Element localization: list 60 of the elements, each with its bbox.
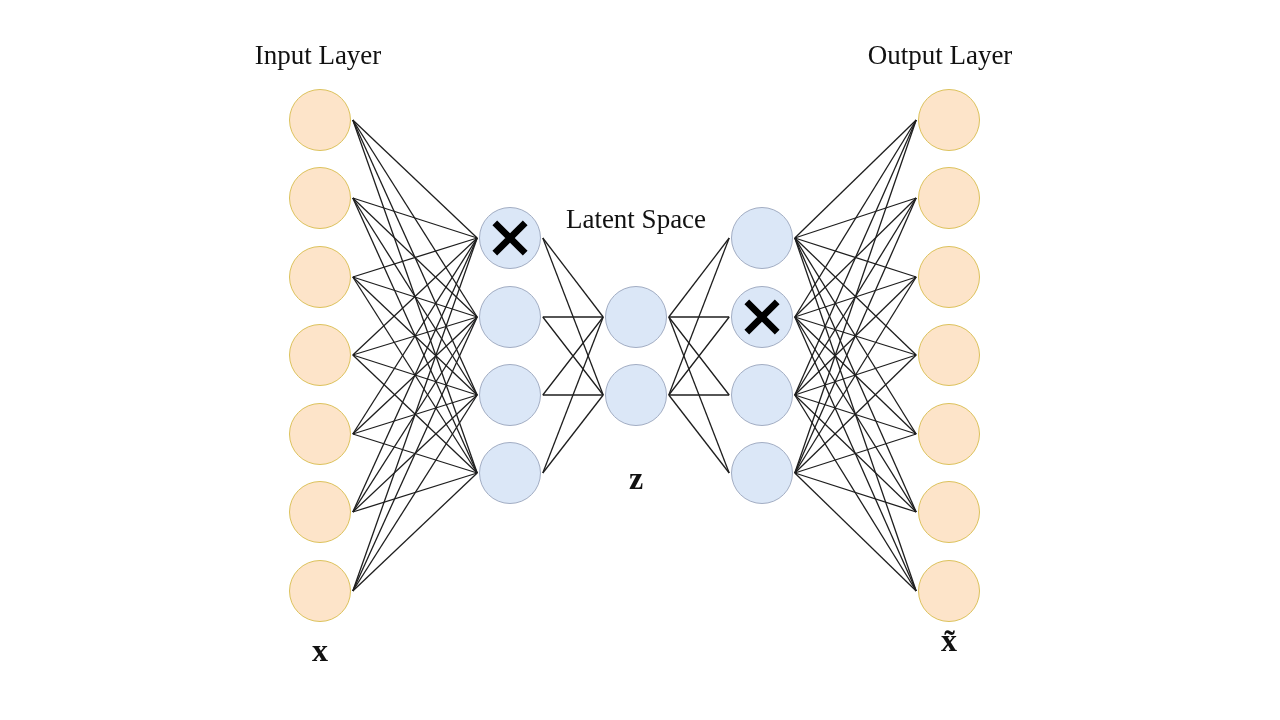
connection-line bbox=[352, 197, 478, 474]
connection-line bbox=[352, 316, 478, 356]
connection-line bbox=[352, 237, 478, 278]
connection-line bbox=[794, 197, 917, 318]
variable-label: z bbox=[628, 459, 644, 497]
connection-line bbox=[794, 316, 917, 356]
connection-line bbox=[794, 197, 917, 239]
variable-label: x bbox=[312, 631, 328, 669]
connection-line bbox=[352, 119, 478, 239]
connection-line bbox=[668, 394, 730, 396]
connection-line bbox=[542, 316, 604, 318]
connection-line bbox=[668, 394, 730, 474]
connection-line bbox=[352, 472, 478, 592]
connection-line bbox=[668, 316, 730, 474]
layer-label: Latent Space bbox=[565, 204, 707, 236]
connection-line bbox=[352, 316, 478, 435]
connection-line bbox=[794, 119, 917, 239]
connection-line bbox=[794, 394, 917, 435]
connection-line bbox=[668, 316, 730, 318]
connection-line bbox=[352, 197, 478, 318]
connection-line bbox=[352, 394, 478, 513]
connection-line bbox=[794, 276, 917, 318]
connection-line bbox=[794, 472, 917, 513]
connection-line bbox=[352, 354, 478, 474]
connection-line bbox=[352, 119, 478, 396]
connection-line bbox=[668, 237, 730, 396]
connection-line bbox=[794, 237, 917, 278]
connection-line bbox=[352, 276, 478, 396]
connection-line bbox=[352, 316, 478, 592]
connection-line bbox=[352, 237, 478, 356]
connection-line bbox=[352, 276, 478, 318]
connection-line bbox=[794, 237, 917, 356]
connection-line bbox=[794, 354, 917, 396]
connection-line bbox=[794, 237, 917, 513]
connection-line bbox=[542, 237, 604, 318]
variable-label: x̃ bbox=[941, 621, 957, 659]
layer-label: Output Layer bbox=[867, 40, 1013, 72]
crossing-connection-lines bbox=[668, 316, 730, 396]
connection-line bbox=[352, 354, 478, 396]
connection-line bbox=[794, 354, 917, 474]
connection-line bbox=[542, 237, 604, 396]
connection-line bbox=[794, 394, 917, 513]
connection-line bbox=[352, 472, 478, 513]
connection-line bbox=[794, 119, 917, 396]
connection-line bbox=[794, 197, 917, 474]
connection-line bbox=[352, 394, 478, 435]
connection-line bbox=[542, 316, 604, 474]
connection-line bbox=[794, 316, 917, 435]
connection-line bbox=[794, 433, 917, 474]
connection-line bbox=[352, 197, 478, 239]
connection-line bbox=[352, 433, 478, 474]
crossing-connection-lines bbox=[542, 316, 604, 396]
connection-line bbox=[542, 394, 604, 396]
connection-line bbox=[794, 276, 917, 396]
connection-line bbox=[542, 394, 604, 474]
connection-line bbox=[668, 237, 730, 318]
connection-line bbox=[352, 237, 478, 513]
connection-line bbox=[794, 316, 917, 592]
layer-label: Input Layer bbox=[254, 40, 382, 72]
connection-line bbox=[794, 472, 917, 592]
